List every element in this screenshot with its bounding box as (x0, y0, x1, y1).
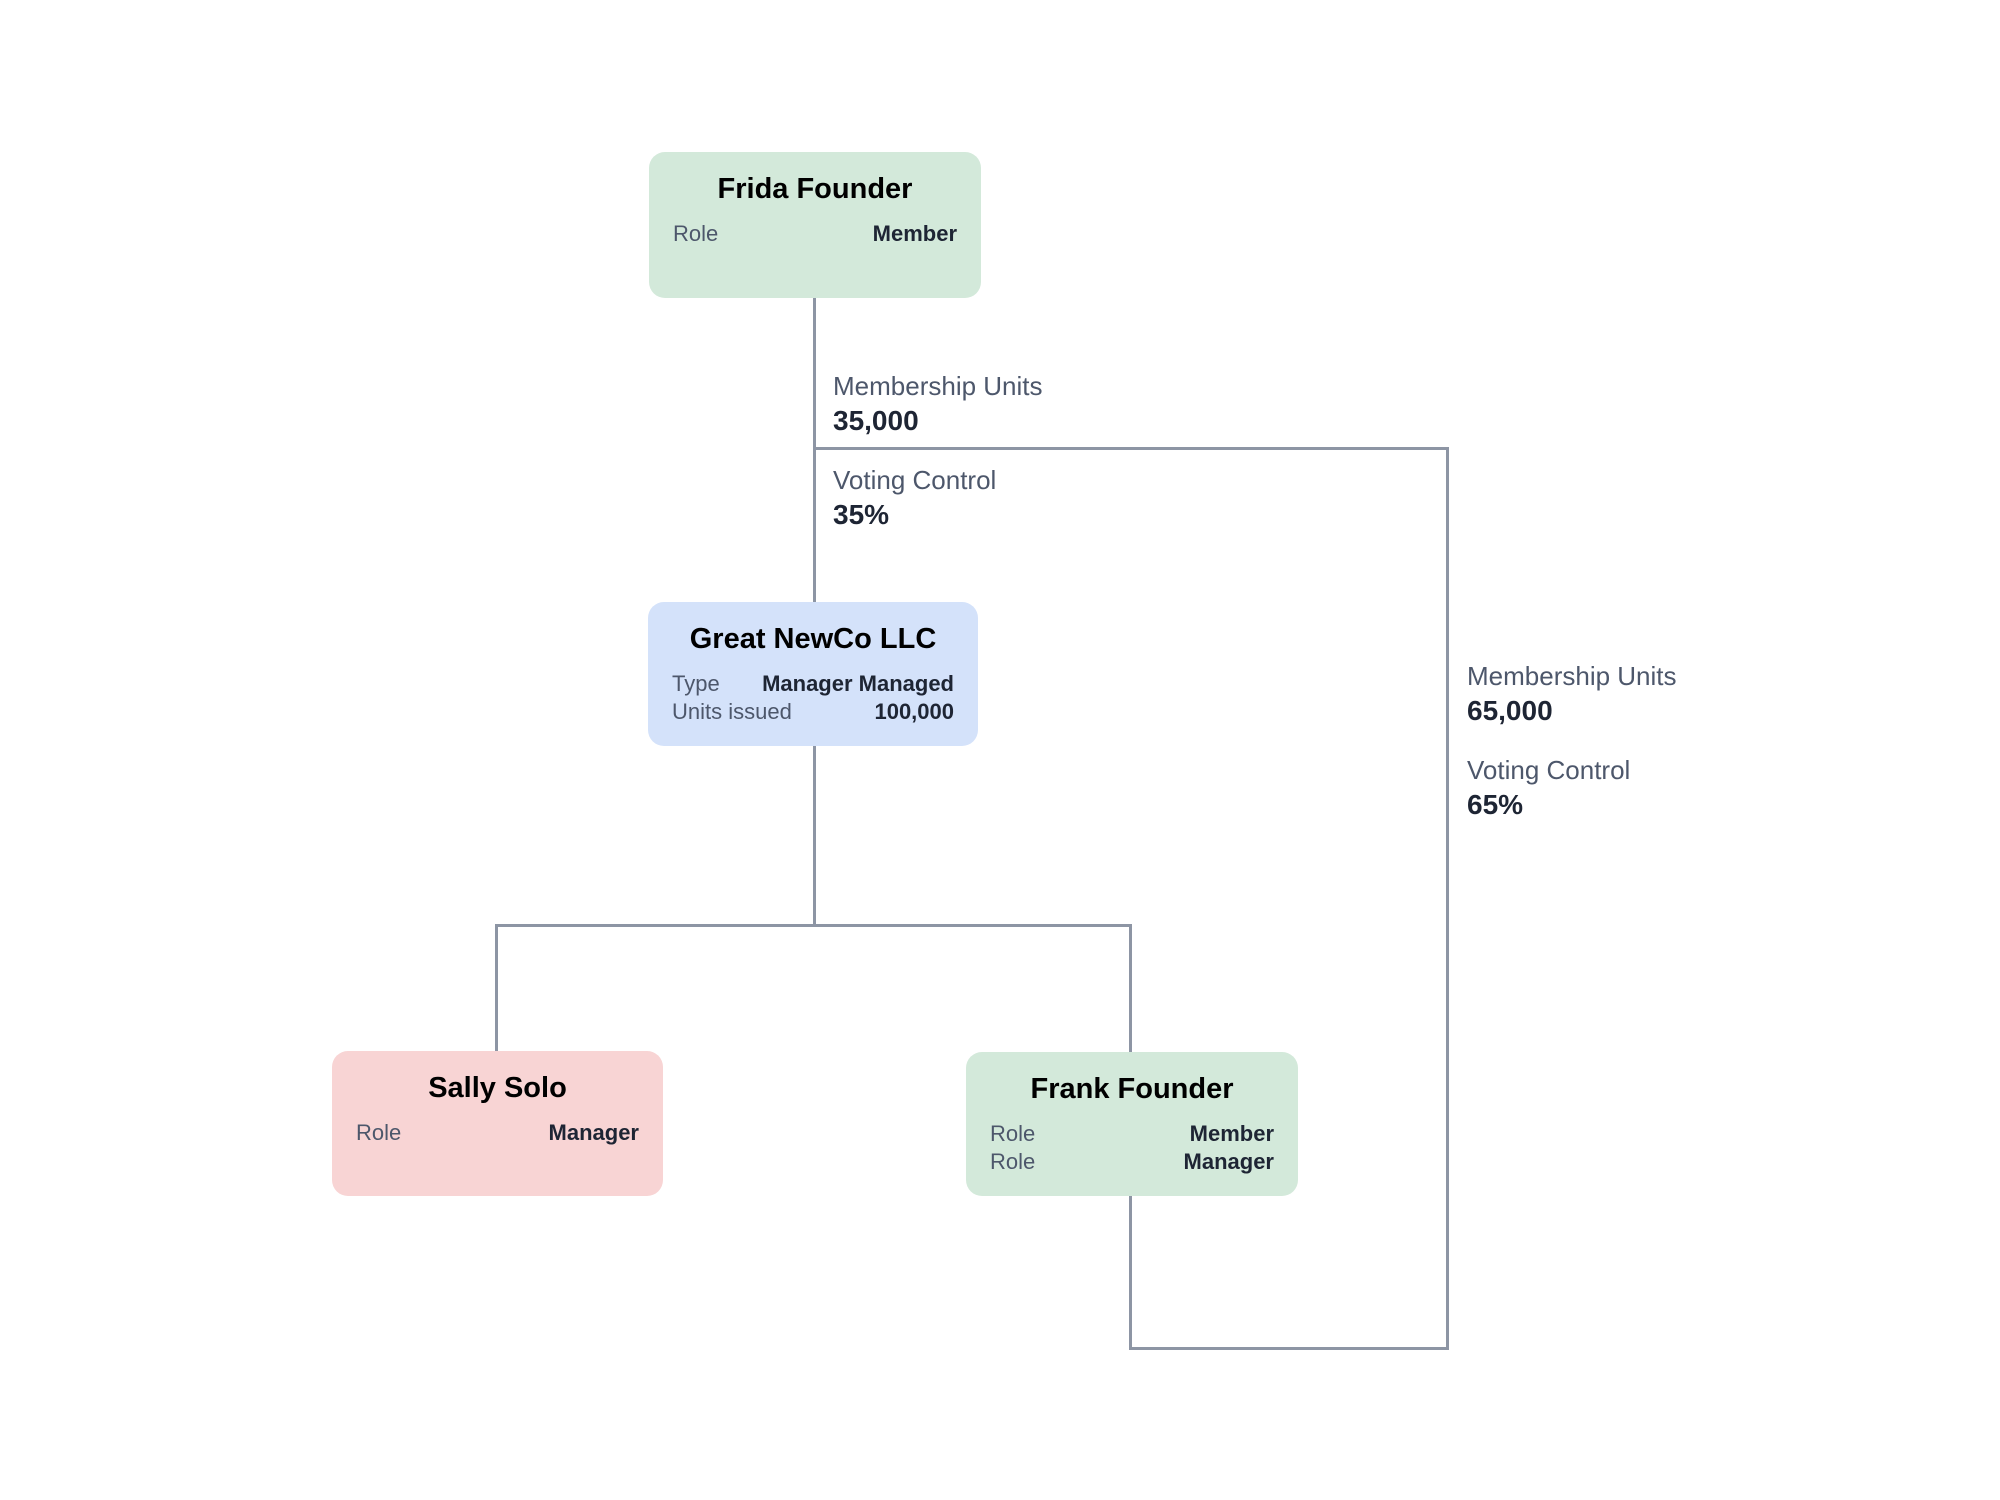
connector-branch-horizontal (495, 924, 1132, 927)
node-frida-founder[interactable]: Frida Founder Role Member (649, 152, 981, 298)
node-title: Sally Solo (428, 1072, 567, 1104)
edge-labels-frank-newco: Membership Units 65,000 Voting Control 6… (1467, 660, 1677, 823)
row-value: Member (872, 221, 957, 246)
edge-label-name: Voting Control (833, 465, 997, 495)
node-row: Role Manager (356, 1119, 639, 1147)
connector-frank-loop-top (813, 447, 1449, 450)
node-title: Frank Founder (1030, 1073, 1234, 1105)
edge-label-pair: Membership Units 35,000 (833, 370, 1043, 439)
node-rows: Role Member (673, 220, 957, 248)
row-label: Role (673, 221, 719, 246)
node-rows: Role Manager (356, 1119, 639, 1147)
node-rows: Type Manager Managed Units issued 100,00… (672, 670, 954, 726)
edge-label-value: 65,000 (1467, 695, 1553, 726)
edge-label-name: Membership Units (833, 371, 1043, 401)
edge-label-value: 35,000 (833, 405, 919, 436)
node-title: Frida Founder (717, 173, 913, 205)
row-value: 100,000 (874, 699, 954, 724)
connector-newco-to-branch (813, 745, 816, 927)
edge-label-name: Membership Units (1467, 661, 1677, 691)
row-label: Role (356, 1120, 402, 1145)
node-title: Great NewCo LLC (689, 623, 937, 655)
edge-label-pair: Voting Control 65% (1467, 754, 1677, 823)
row-value: Manager (548, 1120, 639, 1145)
node-row: Units issued 100,000 (672, 698, 954, 726)
node-frank-founder[interactable]: Frank Founder Role Member Role Manager (966, 1052, 1298, 1196)
row-label: Units issued (672, 699, 792, 724)
edge-label-value: 65% (1467, 789, 1524, 820)
row-label: Type (672, 671, 720, 696)
node-row: Role Member (673, 220, 957, 248)
connector-frida-to-newco (813, 297, 816, 603)
row-label: Role (990, 1121, 1036, 1146)
edge-label-pair: Membership Units 65,000 (1467, 660, 1677, 729)
node-row: Type Manager Managed (672, 670, 954, 698)
edge-labels-frida-newco: Membership Units 35,000 Voting Control 3… (833, 370, 1043, 533)
edge-label-name: Voting Control (1467, 755, 1631, 785)
edge-label-value: 35% (833, 499, 890, 530)
connector-frank-loop-bottom (1129, 1347, 1449, 1350)
node-row: Role Member (990, 1120, 1274, 1148)
node-row: Role Manager (990, 1148, 1274, 1176)
edge-label-pair: Voting Control 35% (833, 464, 1043, 533)
row-value: Member (1189, 1121, 1274, 1146)
node-sally-solo[interactable]: Sally Solo Role Manager (332, 1051, 663, 1196)
connector-frank-loop-right (1446, 447, 1449, 1350)
node-rows: Role Member Role Manager (990, 1120, 1274, 1176)
row-value: Manager Managed (762, 671, 954, 696)
connector-sally-drop (495, 924, 498, 1052)
row-label: Role (990, 1149, 1036, 1174)
node-great-newco-llc[interactable]: Great NewCo LLC Type Manager Managed Uni… (648, 602, 978, 746)
row-value: Manager (1183, 1149, 1274, 1174)
